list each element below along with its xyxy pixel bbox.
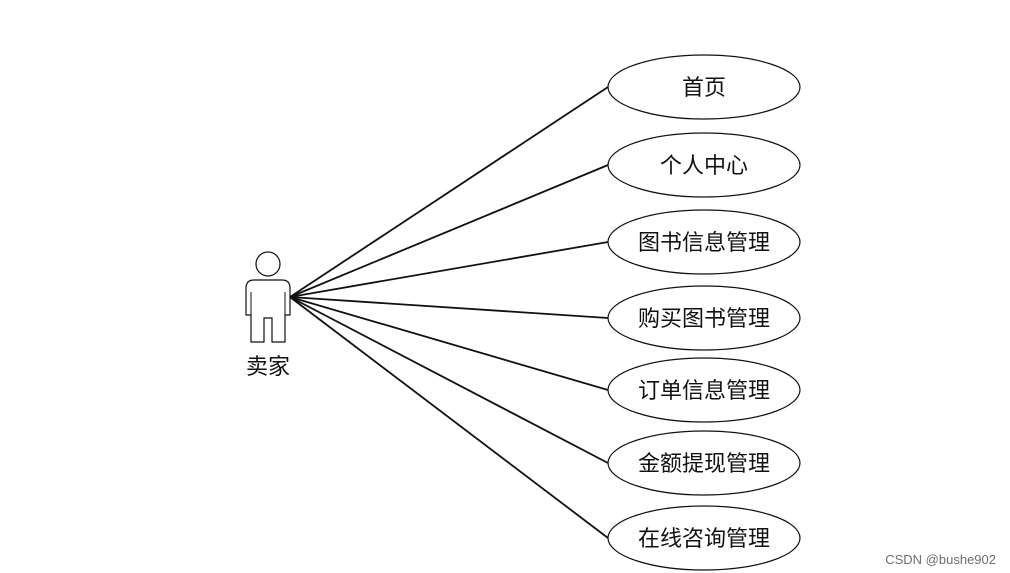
use-case-ellipse bbox=[607, 209, 801, 275]
use-case-ellipse bbox=[607, 430, 801, 496]
watermark: CSDN @bushe902 bbox=[885, 552, 996, 567]
use-case-ellipse bbox=[607, 505, 801, 571]
association-line bbox=[289, 296, 609, 464]
use-case-label: 首页 bbox=[682, 76, 726, 101]
use-case-ellipse bbox=[607, 132, 801, 198]
use-case: 在线咨询管理 bbox=[607, 505, 801, 571]
use-case: 个人中心 bbox=[607, 132, 801, 198]
association-line bbox=[289, 296, 609, 319]
use-case-ellipse bbox=[607, 54, 801, 120]
actor-head bbox=[255, 251, 281, 277]
use-case: 图书信息管理 bbox=[607, 209, 801, 275]
use-case-ellipse bbox=[607, 285, 801, 351]
association-lines bbox=[289, 86, 609, 539]
association-line bbox=[289, 296, 609, 539]
use-case-label: 订单信息管理 bbox=[638, 379, 770, 404]
association-line bbox=[289, 296, 609, 391]
actor-figure-icon bbox=[245, 251, 291, 343]
actor-label: 卖家 bbox=[246, 355, 290, 380]
association-line bbox=[289, 86, 609, 298]
use-case-label: 个人中心 bbox=[660, 154, 748, 179]
use-case: 购买图书管理 bbox=[607, 285, 801, 351]
use-case-ellipse bbox=[607, 357, 801, 423]
association-line bbox=[289, 241, 609, 298]
use-case-label: 在线咨询管理 bbox=[638, 527, 770, 552]
use-case-label: 金额提现管理 bbox=[638, 452, 770, 477]
actor-body bbox=[245, 279, 291, 343]
association-line bbox=[289, 164, 609, 298]
use-case: 订单信息管理 bbox=[607, 357, 801, 423]
use-case: 首页 bbox=[607, 54, 801, 120]
actor: 卖家 bbox=[245, 251, 291, 380]
use-case-label: 图书信息管理 bbox=[638, 231, 770, 256]
use-case-label: 购买图书管理 bbox=[638, 307, 770, 332]
use-case: 金额提现管理 bbox=[607, 430, 801, 496]
